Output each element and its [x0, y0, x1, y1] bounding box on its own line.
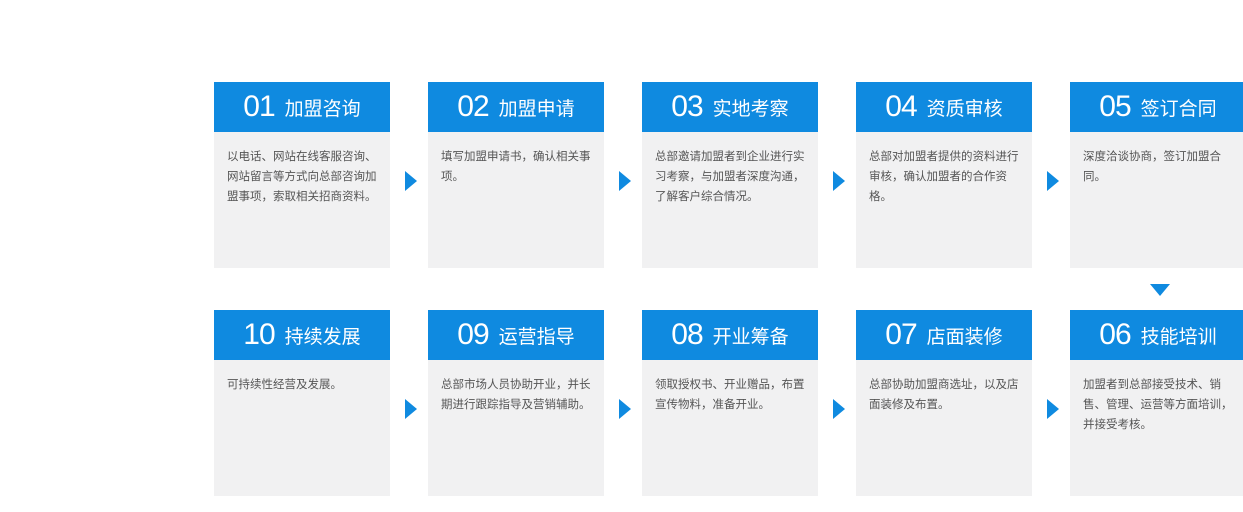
step-number: 03 — [671, 90, 703, 123]
arrow-right-icon — [405, 399, 417, 419]
step-description: 深度洽谈协商，签订加盟合同。 — [1070, 132, 1243, 268]
step-04: 04 资质审核 总部对加盟者提供的资料进行审核，确认加盟者的合作资格。 — [856, 82, 1032, 268]
step-header: 05 签订合同 — [1070, 82, 1243, 132]
step-header: 09 运营指导 — [428, 310, 604, 360]
step-09: 09 运营指导 总部市场人员协助开业，并长期进行跟踪指导及营销辅助。 — [428, 310, 604, 496]
step-title: 签订合同 — [1140, 97, 1217, 120]
step-06: 06 技能培训 加盟者到总部接受技术、销售、管理、运营等方面培训，并接受考核。 — [1070, 310, 1243, 496]
step-description: 可持续性经营及发展。 — [214, 360, 390, 496]
step-number: 10 — [243, 318, 275, 351]
step-title: 店面装修 — [926, 325, 1003, 348]
step-number: 06 — [1099, 318, 1131, 351]
step-header: 10 持续发展 — [214, 310, 390, 360]
step-10: 10 持续发展 可持续性经营及发展。 — [214, 310, 390, 496]
step-03: 03 实地考察 总部邀请加盟者到企业进行实习考察，与加盟者深度沟通，了解客户综合… — [642, 82, 818, 268]
step-07: 07 店面装修 总部协助加盟商选址，以及店面装修及布置。 — [856, 310, 1032, 496]
arrow-right-icon — [619, 399, 631, 419]
step-number: 08 — [671, 318, 703, 351]
step-header: 03 实地考察 — [642, 82, 818, 132]
step-number: 07 — [885, 318, 917, 351]
step-number: 05 — [1099, 90, 1131, 123]
step-number: 04 — [885, 90, 917, 123]
step-title: 加盟咨询 — [284, 97, 361, 120]
step-title: 开业筹备 — [712, 325, 789, 348]
step-01: 01 加盟咨询 以电话、网站在线客服咨询、网站留言等方式向总部咨询加盟事项，索取… — [214, 82, 390, 268]
step-title: 实地考察 — [712, 97, 789, 120]
step-header: 04 资质审核 — [856, 82, 1032, 132]
step-02: 02 加盟申请 填写加盟申请书，确认相关事项。 — [428, 82, 604, 268]
step-title: 持续发展 — [284, 325, 361, 348]
step-description: 加盟者到总部接受技术、销售、管理、运营等方面培训，并接受考核。 — [1070, 360, 1243, 496]
step-description: 总部协助加盟商选址，以及店面装修及布置。 — [856, 360, 1032, 496]
step-title: 运营指导 — [498, 325, 575, 348]
step-description: 领取授权书、开业赠品，布置宣传物料，准备开业。 — [642, 360, 818, 496]
arrow-right-icon — [405, 171, 417, 191]
step-header: 02 加盟申请 — [428, 82, 604, 132]
arrow-right-icon — [1047, 399, 1059, 419]
step-number: 01 — [243, 90, 275, 123]
step-number: 09 — [457, 318, 489, 351]
step-number: 02 — [457, 90, 489, 123]
arrow-right-icon — [1047, 171, 1059, 191]
step-title: 资质审核 — [926, 97, 1003, 120]
step-header: 08 开业筹备 — [642, 310, 818, 360]
step-header: 01 加盟咨询 — [214, 82, 390, 132]
step-header: 06 技能培训 — [1070, 310, 1243, 360]
step-header: 07 店面装修 — [856, 310, 1032, 360]
step-description: 总部邀请加盟者到企业进行实习考察，与加盟者深度沟通，了解客户综合情况。 — [642, 132, 818, 268]
arrow-right-icon — [833, 399, 845, 419]
arrow-down-icon — [1150, 284, 1170, 296]
arrow-right-icon — [833, 171, 845, 191]
step-08: 08 开业筹备 领取授权书、开业赠品，布置宣传物料，准备开业。 — [642, 310, 818, 496]
arrow-right-icon — [619, 171, 631, 191]
step-description: 以电话、网站在线客服咨询、网站留言等方式向总部咨询加盟事项，索取相关招商资料。 — [214, 132, 390, 268]
step-description: 总部对加盟者提供的资料进行审核，确认加盟者的合作资格。 — [856, 132, 1032, 268]
step-description: 总部市场人员协助开业，并长期进行跟踪指导及营销辅助。 — [428, 360, 604, 496]
step-title: 技能培训 — [1140, 325, 1217, 348]
step-description: 填写加盟申请书，确认相关事项。 — [428, 132, 604, 268]
step-05: 05 签订合同 深度洽谈协商，签订加盟合同。 — [1070, 82, 1243, 268]
step-title: 加盟申请 — [498, 97, 575, 120]
